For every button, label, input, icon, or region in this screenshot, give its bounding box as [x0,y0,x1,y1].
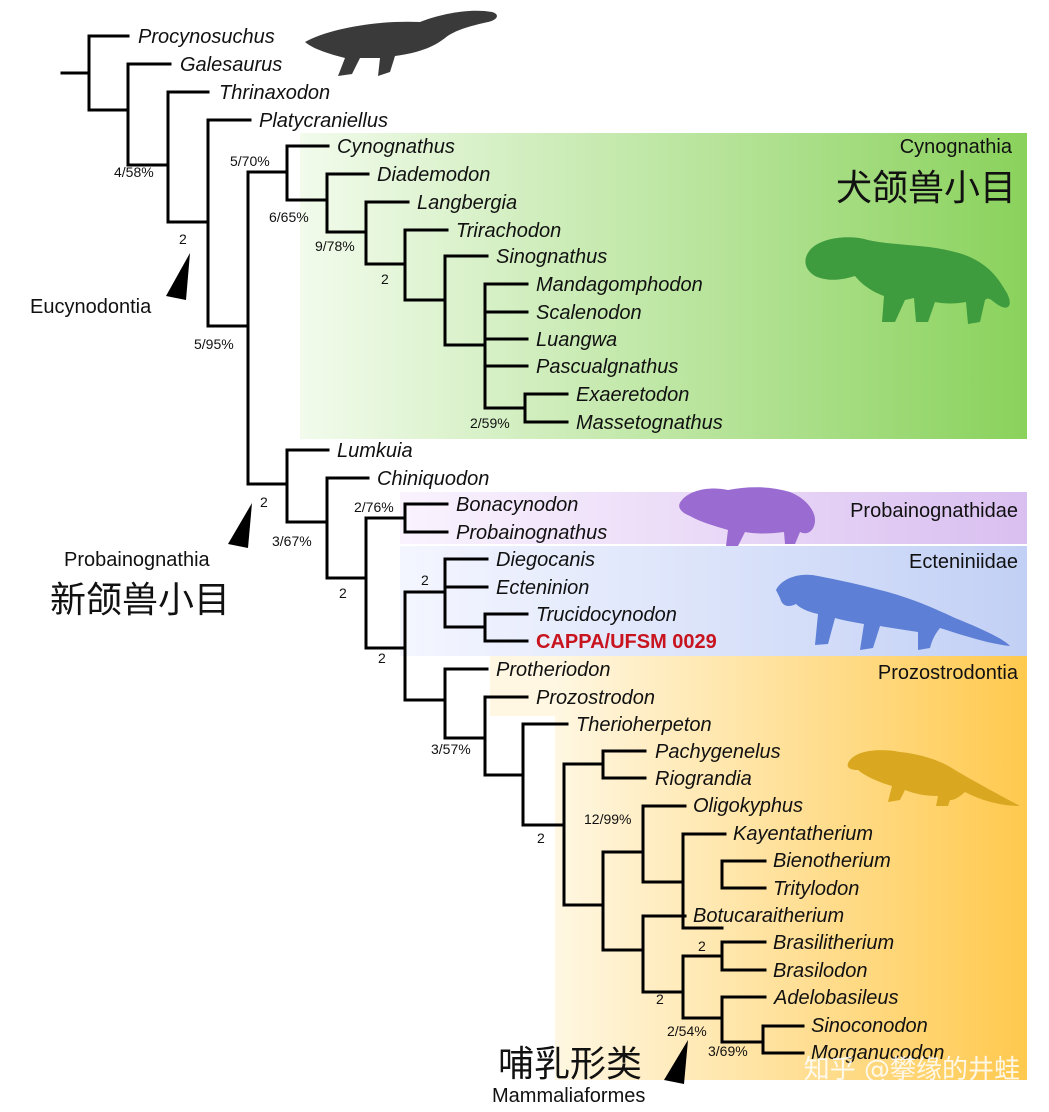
support-value: 4/58% [114,164,154,180]
taxon-label: Trucidocynodon [536,604,677,626]
mammaliaformes-arrow [664,1040,688,1084]
support-value: 2/76% [354,499,394,515]
support-value: 6/65% [269,209,309,225]
support-value: 2 [698,938,706,954]
support-value: 2 [378,650,386,666]
prozostrodontia-silhouette [847,750,1020,806]
taxon-label: Pascualgnathus [536,356,678,378]
taxon-label: Tritylodon [773,878,859,900]
taxon-label: Trirachodon [456,220,561,242]
highlighted-taxon-label: CAPPA/UFSM 0029 [536,631,717,653]
support-value: 2 [537,830,545,846]
taxon-label: Massetognathus [576,412,723,434]
taxon-label: Cynognathus [337,136,455,158]
support-value: 5/95% [194,336,234,352]
taxon-label: Galesaurus [180,54,282,76]
taxon-label: Diegocanis [496,549,595,571]
taxon-label: Lumkuia [337,440,413,462]
clade-labels: Cynognathia 犬颌兽小目 Eucynodontia Probainog… [30,136,1019,1107]
procynosuchus-silhouette [305,10,497,77]
clade-label-probainognathidae: Probainognathidae [850,500,1018,522]
taxon-label: Thrinaxodon [219,82,330,104]
taxon-label: Riograndia [655,768,752,790]
cynognathia-silhouette [805,237,1010,324]
taxon-label: Probainognathus [456,522,607,544]
taxon-label: Procynosuchus [138,26,275,48]
support-value: 12/99% [584,811,631,827]
support-value: 2/54% [667,1023,707,1039]
support-value: 3/57% [431,741,471,757]
taxon-label: Luangwa [536,329,617,351]
support-value: 2/59% [470,415,510,431]
clade-label-eucynodontia: Eucynodontia [30,296,152,318]
probainognathia-arrow [228,503,252,548]
taxon-label: Oligokyphus [693,795,803,817]
support-value: 2 [260,494,268,510]
support-value: 2 [339,585,347,601]
taxon-label: Langbergia [417,192,517,214]
probainognathidae-silhouette [679,487,815,546]
clade-label-mammaliaformes: Mammaliaformes [492,1085,645,1107]
taxon-label: Pachygenelus [655,741,781,763]
support-value: 3/69% [708,1043,748,1059]
clade-label-prozostrodontia: Prozostrodontia [878,662,1019,684]
watermark: 知乎 @攀缘的井蛙 [804,1055,1020,1085]
support-value: 2 [656,991,664,1007]
support-value: 2 [381,271,389,287]
taxon-label: Brasilitherium [773,932,894,954]
clade-label-cynognathia-cn: 犬颌兽小目 [836,168,1016,209]
tree-branches [60,34,805,1055]
prozostrodontia-box-upper [490,656,555,716]
taxon-label: Sinoconodon [811,1015,928,1037]
taxon-label: Exaeretodon [576,384,689,406]
taxon-label: Botucaraitherium [693,905,844,927]
clade-label-probainognathia-cn: 新颌兽小目 [50,580,230,621]
taxon-label: Adelobasileus [773,987,899,1009]
support-value: 9/78% [315,238,355,254]
taxon-label: Bonacynodon [456,494,578,516]
support-value: 5/70% [230,153,270,169]
support-value: 2 [179,231,187,247]
taxon-labels: Procynosuchus Galesaurus Thrinaxodon Pla… [138,26,944,1064]
taxon-label: Bienotherium [773,850,891,872]
taxon-label: Brasilodon [773,960,868,982]
taxon-label: Platycraniellus [259,110,388,132]
taxon-label: Ecteninion [496,577,589,599]
taxon-label: Morganucodon [811,1042,944,1064]
clade-label-probainognathia: Probainognathia [64,549,211,571]
taxon-label: Therioherpeton [576,714,712,736]
support-values: 4/58% 2 5/70% 6/65% 9/78% 2 2/59% 5/95% … [114,153,748,1059]
support-value: 3/67% [272,533,312,549]
support-value: 2 [421,572,429,588]
taxon-label: Kayentatherium [733,823,873,845]
taxon-label: Diademodon [377,164,490,186]
ecteniniidae-silhouette [776,574,1010,650]
clade-label-cynognathia: Cynognathia [900,136,1013,158]
taxon-label: Chiniquodon [377,468,489,490]
taxon-label: Scalenodon [536,302,642,324]
clade-label-mammaliaformes-cn: 哺乳形类 [498,1044,642,1085]
taxon-label: Protheriodon [496,659,611,681]
eucynodontia-arrow [166,253,190,300]
taxon-label: Mandagomphodon [536,274,703,296]
taxon-label: Sinognathus [496,246,607,268]
clade-label-ecteniniidae: Ecteniniidae [909,551,1018,573]
taxon-label: Prozostrodon [536,687,655,709]
prozostrodontia-box [555,656,1027,1080]
